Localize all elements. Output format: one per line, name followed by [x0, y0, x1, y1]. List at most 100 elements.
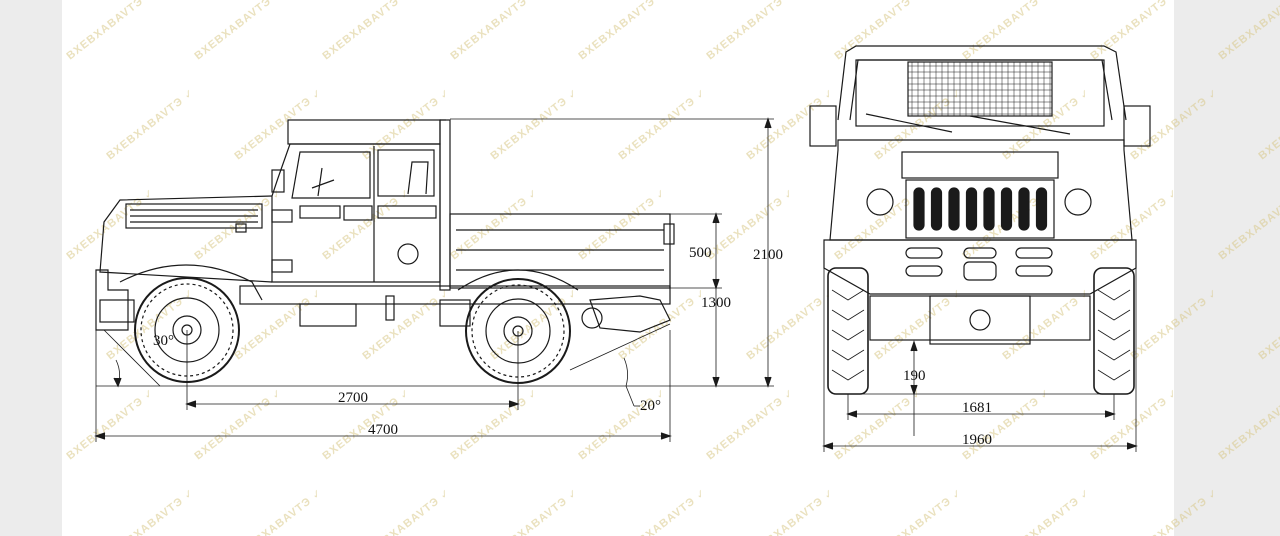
- dim-bed-side: 500: [689, 245, 712, 261]
- watermark-text: BXEBXABAVTЭ ✓: [1088, 186, 1181, 262]
- right-mirror: [1123, 105, 1151, 147]
- watermark-text: BXEBXABAVTЭ ✓: [960, 0, 1053, 62]
- hood-front: [901, 151, 1059, 179]
- watermark-text: BXEBXABAVTЭ ✓: [832, 186, 925, 262]
- seat: [407, 161, 429, 195]
- rear-door-window: [377, 149, 435, 197]
- grille-slot: [1000, 187, 1013, 231]
- rear-axle-gear: [589, 295, 671, 333]
- watermark-text: BXEBXABAVTЭ ✓: [1088, 0, 1181, 62]
- right-headlight: [1064, 188, 1092, 216]
- drawing-sheet: [62, 0, 1174, 536]
- left-mirror: [809, 105, 837, 147]
- watermark-text: BXEBXABAVTЭ ✓: [1256, 86, 1280, 162]
- hood-vent: [125, 203, 263, 229]
- dim-departure-angle: 20°: [640, 398, 661, 414]
- front-view: 190 1681 1960: [809, 45, 1151, 452]
- watermark-text: BXEBXABAVTЭ ✓: [704, 386, 797, 462]
- dim-wheelbase: 2700: [338, 390, 368, 406]
- steering-wheel: [311, 167, 335, 197]
- watermark-text: BXEBXABAVTЭ ✓: [448, 186, 541, 262]
- dim-overall-length: 4700: [368, 422, 398, 438]
- watermark-text: BXEBXABAVTЭ ✓: [360, 286, 453, 362]
- windshield: [855, 59, 1105, 127]
- watermark-text: BXEBXABAVTЭ ✓: [232, 86, 325, 162]
- right-front-tire: [1093, 267, 1135, 395]
- watermark-text: BXEBXABAVTЭ ✓: [320, 0, 413, 62]
- watermark-text: BXEBXABAVTЭ ✓: [744, 486, 837, 536]
- door-hinge: [271, 259, 293, 273]
- left-front-tire: [827, 267, 869, 395]
- watermark-text: BXEBXABAVTЭ ✓: [576, 186, 669, 262]
- watermark-text: BXEBXABAVTЭ ✓: [104, 86, 197, 162]
- dim-bed-height: 1300: [701, 295, 731, 311]
- watermark-text: BXEBXABAVTЭ ✓: [232, 286, 325, 362]
- watermark-text: BXEBXABAVTЭ ✓: [232, 486, 325, 536]
- watermark-text: BXEBXABAVTЭ ✓: [488, 286, 581, 362]
- watermark-text: BXEBXABAVTЭ ✓: [872, 86, 965, 162]
- dim-overall-height: 2100: [753, 247, 783, 263]
- grille-slot: [965, 187, 978, 231]
- front-fender: [119, 264, 263, 301]
- watermark-text: BXEBXABAVTЭ ✓: [1216, 386, 1280, 462]
- grille-slot: [948, 187, 960, 231]
- grille-slot: [930, 187, 943, 231]
- grille-slot: [913, 187, 925, 231]
- wipers: [865, 113, 1071, 135]
- grille-slot: [1035, 187, 1048, 231]
- watermark-text: BXEBXABAVTЭ ✓: [872, 286, 965, 362]
- hood: [99, 195, 273, 283]
- emblem: [397, 243, 419, 265]
- watermark-text: BXEBXABAVTЭ ✓: [1216, 186, 1280, 262]
- dim-overall-width: 1960: [962, 432, 992, 448]
- watermark-text: BXEBXABAVTЭ ✓: [744, 286, 837, 362]
- rear-fender: [457, 269, 579, 291]
- grille-slot: [983, 187, 995, 231]
- watermark-text: BXEBXABAVTЭ ✓: [192, 386, 285, 462]
- watermark-text: BXEBXABAVTЭ ✓: [1128, 86, 1221, 162]
- cab-rear-pillar: [439, 119, 451, 291]
- fuel-tank: [299, 303, 357, 327]
- watermark-text: BXEBXABAVTЭ ✓: [1088, 386, 1181, 462]
- watermark-text: BXEBXABAVTЭ ✓: [1256, 286, 1280, 362]
- side-view: 2100 500 1300 2700 4700 30° 20°: [94, 117, 783, 442]
- door-handle: [343, 205, 373, 221]
- watermark-text: BXEBXABAVTЭ ✓: [1128, 486, 1221, 536]
- watermark-text: BXEBXABAVTЭ ✓: [64, 386, 157, 462]
- watermark-text: BXEBXABAVTЭ ✓: [832, 386, 925, 462]
- grille-slot: [1018, 187, 1030, 231]
- watermark-text: BXEBXABAVTЭ ✓: [1128, 286, 1221, 362]
- watermark-text: BXEBXABAVTЭ ✓: [616, 286, 709, 362]
- left-headlight: [866, 188, 894, 216]
- dim-approach-angle: 30°: [153, 333, 174, 349]
- watermark-text: BXEBXABAVTЭ ✓: [360, 486, 453, 536]
- watermark-text: BXEBXABAVTЭ ✓: [64, 186, 157, 262]
- front-door-window: [291, 151, 371, 199]
- watermark-text: BXEBXABAVTЭ ✓: [960, 386, 1053, 462]
- cargo-bed: [449, 213, 671, 289]
- roll-cage: [837, 45, 1127, 121]
- watermark-text: BXEBXABAVTЭ ✓: [488, 486, 581, 536]
- watermark-text: BXEBXABAVTЭ ✓: [448, 386, 541, 462]
- dim-track-width: 1681: [962, 400, 992, 416]
- watermark-text: BXEBXABAVTЭ ✓: [192, 0, 285, 62]
- watermark-text: BXEBXABAVTЭ ✓: [488, 86, 581, 162]
- chassis-frame: [239, 285, 671, 305]
- watermark-text: BXEBXABAVTЭ ✓: [576, 0, 669, 62]
- watermark-text: BXEBXABAVTЭ ✓: [616, 486, 709, 536]
- bed-latch: [663, 223, 675, 245]
- watermark-text: BXEBXABAVTЭ ✓: [448, 0, 541, 62]
- front-grille: [905, 179, 1055, 239]
- watermark-text: BXEBXABAVTЭ ✓: [616, 86, 709, 162]
- side-mirror: [271, 169, 285, 193]
- watermark-text: BXEBXABAVTЭ ✓: [1256, 486, 1280, 536]
- watermark-text: BXEBXABAVTЭ ✓: [1000, 486, 1093, 536]
- watermark-text: BXEBXABAVTЭ ✓: [704, 0, 797, 62]
- watermark-text: BXEBXABAVTЭ ✓: [1216, 0, 1280, 62]
- watermark-text: BXEBXABAVTЭ ✓: [872, 486, 965, 536]
- watermark-text: BXEBXABAVTЭ ✓: [744, 86, 837, 162]
- watermark-text: BXEBXABAVTЭ ✓: [1000, 286, 1093, 362]
- watermark-text: BXEBXABAVTЭ ✓: [64, 0, 157, 62]
- door-hinge: [271, 209, 293, 223]
